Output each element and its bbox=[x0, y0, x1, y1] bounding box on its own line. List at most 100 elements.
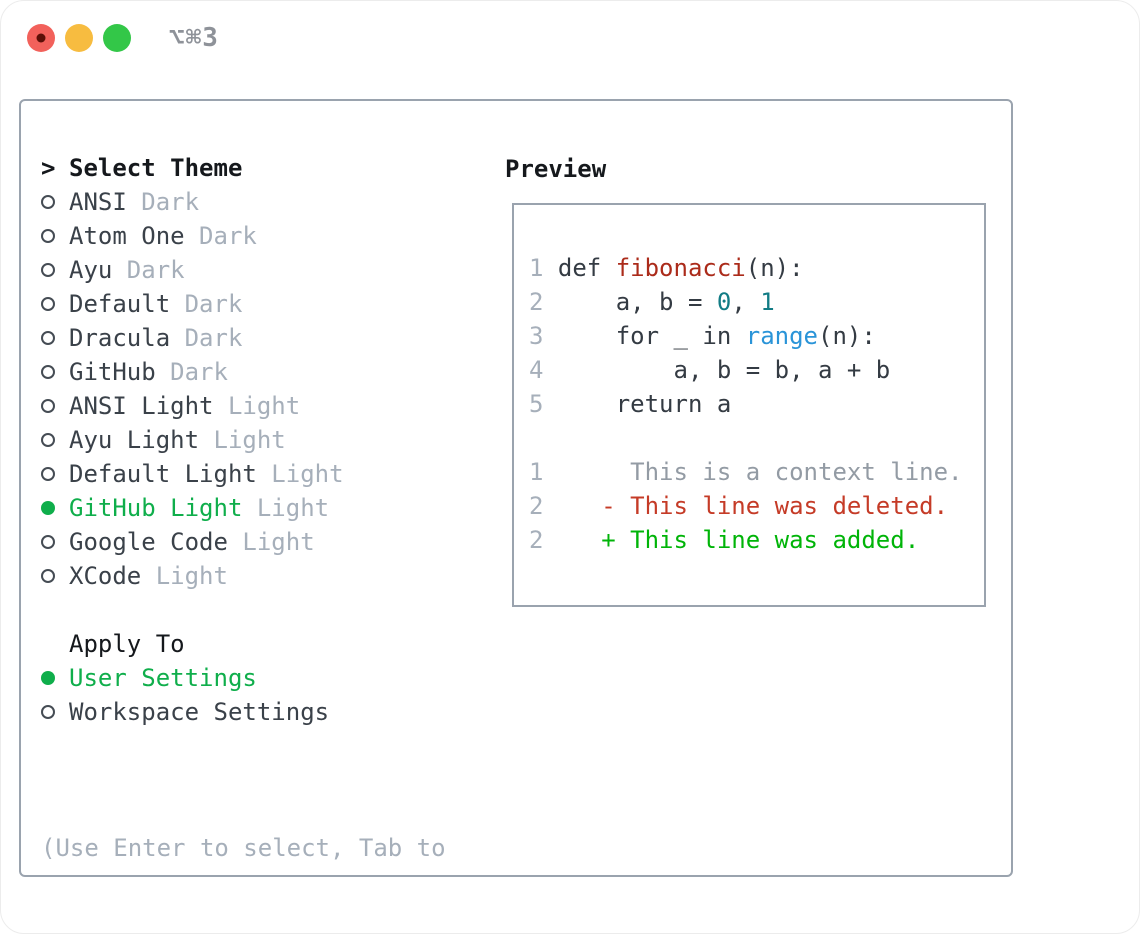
code-segment-num: 1 bbox=[760, 288, 775, 316]
theme-option-default-light[interactable]: Default Light Light bbox=[41, 457, 344, 491]
code-line: 2 a, b = 0, 1 bbox=[529, 285, 984, 319]
code-line: 2 + This line was added. bbox=[529, 523, 984, 557]
apply-option-label: User Settings bbox=[69, 664, 257, 692]
hint-line-1: (Use Enter to select, Tab to bbox=[41, 834, 446, 862]
theme-name: Default bbox=[69, 290, 185, 318]
code-segment-code: (n): bbox=[818, 322, 876, 350]
theme-variant: Light bbox=[256, 494, 330, 522]
apply-to-header: Apply To bbox=[41, 627, 329, 661]
theme-variant: Dark bbox=[199, 222, 257, 250]
theme-name: ANSI bbox=[69, 188, 142, 216]
radio-marker bbox=[41, 467, 69, 481]
apply-option-workspace-settings[interactable]: Workspace Settings bbox=[41, 695, 329, 729]
theme-name: ANSI Light bbox=[69, 392, 228, 420]
theme-option-ansi-light[interactable]: ANSI Light Light bbox=[41, 389, 344, 423]
radio-marker bbox=[41, 671, 69, 685]
radio-icon bbox=[41, 467, 55, 481]
theme-name: Atom One bbox=[69, 222, 200, 250]
radio-selected-icon bbox=[41, 671, 55, 685]
line-number: 1 bbox=[529, 458, 558, 486]
keyboard-hint: (Use Enter to select, Tab to change focu… bbox=[41, 763, 446, 933]
theme-option-default[interactable]: Default Dark bbox=[41, 287, 344, 321]
radio-icon bbox=[41, 569, 55, 583]
radio-marker bbox=[41, 569, 69, 583]
code-segment-added: + This line was added. bbox=[557, 526, 920, 554]
radio-icon bbox=[41, 263, 55, 277]
code-segment-num: 0 bbox=[716, 288, 732, 316]
radio-marker bbox=[41, 501, 69, 515]
radio-selected-icon bbox=[41, 501, 55, 515]
radio-icon bbox=[41, 195, 55, 209]
theme-variant: Light bbox=[213, 426, 286, 454]
radio-icon bbox=[41, 705, 55, 719]
minimize-button-icon[interactable] bbox=[65, 24, 93, 52]
window-shortcut-label: ⌥⌘3 bbox=[169, 23, 219, 53]
code-line: 1 This is a context line. bbox=[529, 455, 984, 489]
cursor-icon: > bbox=[41, 154, 56, 182]
theme-name: XCode bbox=[69, 562, 156, 590]
theme-option-dracula[interactable]: Dracula Dark bbox=[41, 321, 344, 355]
theme-variant: Dark bbox=[184, 324, 243, 352]
code-line: 1 def fibonacci(n): bbox=[529, 251, 984, 285]
line-number: 2 bbox=[529, 288, 558, 316]
code-segment-code: for _ in bbox=[557, 322, 746, 350]
code-segment-builtin: range bbox=[745, 322, 818, 350]
code-segment-code: a, b = bbox=[557, 288, 717, 316]
code-segment-code: , bbox=[731, 288, 761, 316]
code-line: 5 return a bbox=[529, 387, 984, 421]
code-line: 2 - This line was deleted. bbox=[529, 489, 984, 523]
theme-variant: Dark bbox=[170, 358, 228, 386]
radio-marker bbox=[41, 229, 69, 243]
line-number bbox=[529, 424, 558, 452]
theme-variant: Dark bbox=[126, 256, 185, 284]
theme-name: Dracula bbox=[69, 324, 185, 352]
theme-name: GitHub Light bbox=[69, 494, 257, 522]
theme-option-github-light[interactable]: GitHub Light Light bbox=[41, 491, 344, 525]
theme-variant: Light bbox=[271, 460, 344, 488]
code-segment-code: return a bbox=[557, 390, 732, 418]
apply-to-title: Apply To bbox=[69, 630, 185, 658]
traffic-lights bbox=[27, 24, 131, 52]
theme-name: Ayu bbox=[69, 256, 127, 284]
theme-option-ansi[interactable]: ANSI Dark bbox=[41, 185, 344, 219]
cursor-marker: > bbox=[41, 154, 69, 182]
theme-option-github[interactable]: GitHub Dark bbox=[41, 355, 344, 389]
radio-icon bbox=[41, 229, 55, 243]
apply-option-user-settings[interactable]: User Settings bbox=[41, 661, 329, 695]
radio-icon bbox=[41, 433, 55, 447]
theme-option-ayu[interactable]: Ayu Dark bbox=[41, 253, 344, 287]
code-line: 4 a, b = b, a + b bbox=[529, 353, 984, 387]
line-number: 4 bbox=[529, 356, 558, 384]
radio-marker bbox=[41, 535, 69, 549]
theme-option-ayu-light[interactable]: Ayu Light Light bbox=[41, 423, 344, 457]
code-line: 3 for _ in range(n): bbox=[529, 319, 984, 353]
theme-variant: Dark bbox=[141, 188, 200, 216]
radio-icon bbox=[41, 331, 55, 345]
apply-option-label: Workspace Settings bbox=[69, 698, 330, 726]
preview-title: Preview bbox=[505, 155, 607, 183]
theme-variant: Light bbox=[242, 528, 315, 556]
close-button-icon[interactable] bbox=[27, 24, 55, 52]
theme-list-title: Select Theme bbox=[69, 154, 243, 182]
line-number: 2 bbox=[529, 526, 558, 554]
code-segment-code: a, b = b, a + b bbox=[557, 356, 891, 384]
radio-marker bbox=[41, 331, 69, 345]
radio-marker bbox=[41, 399, 69, 413]
theme-variant: Light bbox=[227, 392, 301, 420]
radio-icon bbox=[41, 297, 55, 311]
radio-marker bbox=[41, 705, 69, 719]
zoom-button-icon[interactable] bbox=[103, 24, 131, 52]
theme-name: Ayu Light bbox=[69, 426, 214, 454]
code-segment-deleted: - This line was deleted. bbox=[557, 492, 949, 520]
line-number: 5 bbox=[529, 390, 558, 418]
theme-option-atom-one[interactable]: Atom One Dark bbox=[41, 219, 344, 253]
theme-option-xcode[interactable]: XCode Light bbox=[41, 559, 344, 593]
theme-name: Default Light bbox=[69, 460, 272, 488]
radio-marker bbox=[41, 433, 69, 447]
theme-option-google-code[interactable]: Google Code Light bbox=[41, 525, 344, 559]
theme-name: GitHub bbox=[69, 358, 171, 386]
code-segment-code: def bbox=[557, 254, 616, 282]
code-segment-context: This is a context line. bbox=[557, 458, 963, 486]
